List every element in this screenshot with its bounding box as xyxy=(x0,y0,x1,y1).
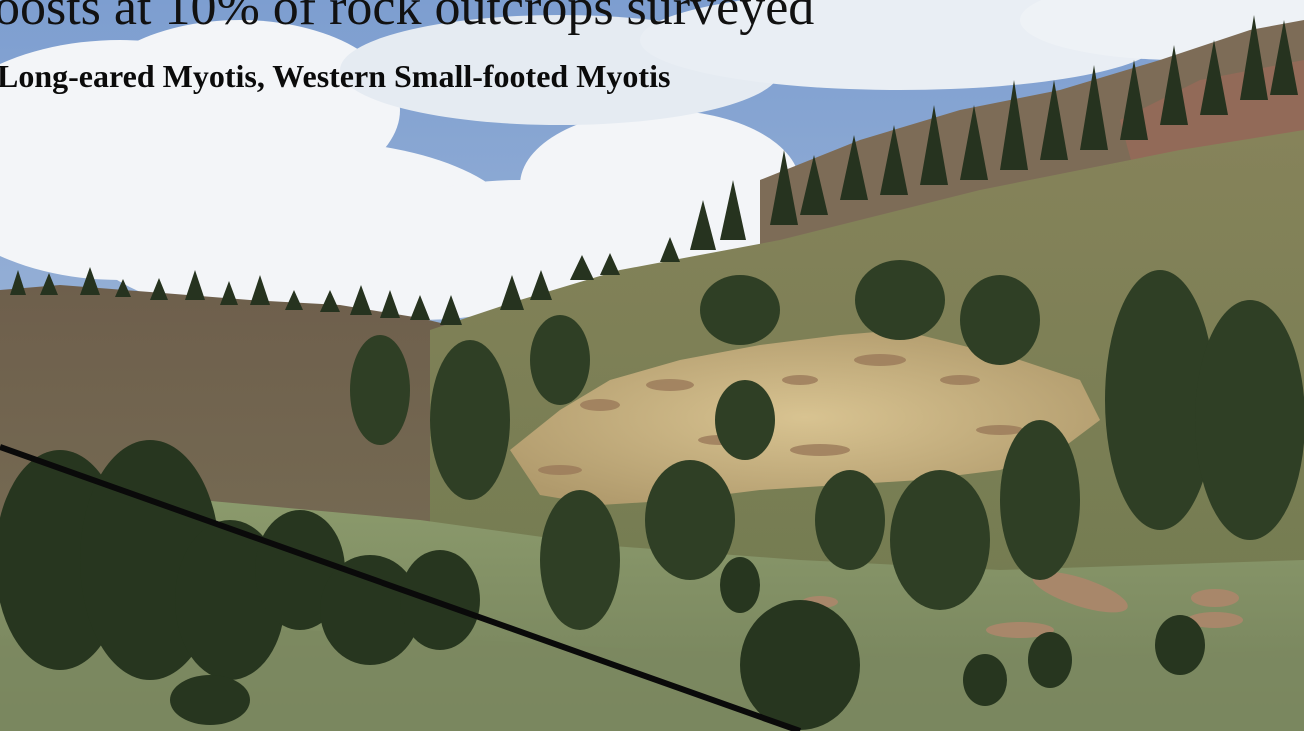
annotation-line xyxy=(0,444,802,731)
caption-title: oosts at 10% of rock outcrops surveyed xyxy=(0,0,815,36)
caption-species: Long-eared Myotis, Western Small-footed … xyxy=(0,58,671,94)
rock-outcrop xyxy=(510,330,1100,505)
midground-trees xyxy=(350,260,1304,630)
ridge-trees xyxy=(10,15,1298,325)
foreground-trees xyxy=(0,440,1205,730)
